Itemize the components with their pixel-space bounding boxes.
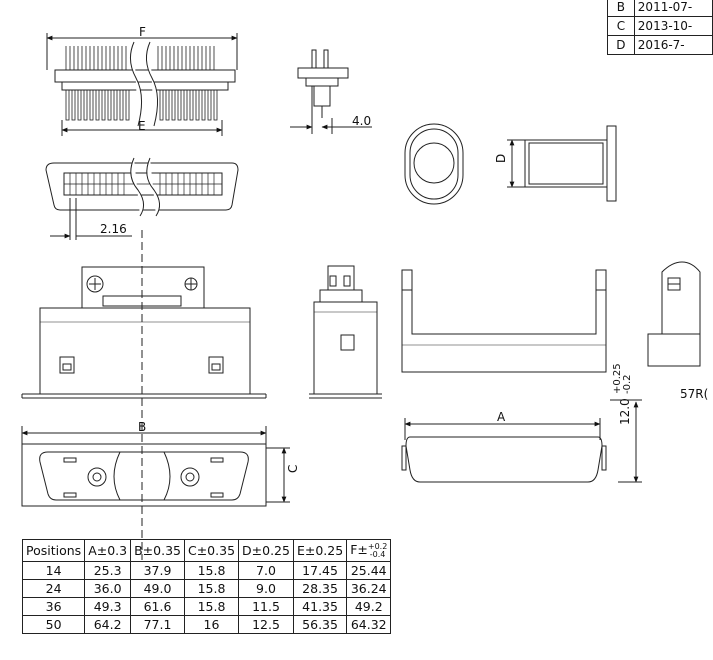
revision-code: B — [607, 0, 635, 17]
label-E: E — [138, 119, 146, 133]
header-a: A±0.3 — [84, 539, 132, 562]
top-view — [46, 33, 238, 136]
front-elevation — [21, 266, 267, 399]
f-tol-minus: -0.4 — [369, 549, 386, 559]
label-height-tol-minus: -0.2 — [622, 374, 633, 394]
header-b: B±0.35 — [130, 539, 185, 562]
cell: 64.32 — [346, 615, 392, 634]
dimensions-table: Positions A±0.3 B±0.35 C±0.35 D±0.25 E±0… — [21, 539, 392, 634]
cell: 56.35 — [292, 615, 348, 634]
cell: 15.8 — [183, 597, 240, 616]
header-f-label: F± — [350, 542, 368, 558]
cell: 15.8 — [183, 579, 240, 598]
cell: 16 — [183, 615, 240, 634]
cell: 41.35 — [292, 597, 348, 616]
label-F: F — [139, 25, 146, 39]
cell: 36 — [21, 597, 86, 616]
label-height: 12.0 — [618, 398, 632, 425]
cell: 64.2 — [84, 615, 132, 634]
header-f: F±+0.2-0.4 — [346, 539, 392, 562]
boot-profile-view — [401, 399, 642, 483]
u-bracket-view — [401, 269, 607, 373]
cell: 24 — [21, 579, 86, 598]
cell: 14 — [21, 561, 86, 580]
label-4-0: 4.0 — [352, 114, 371, 128]
header-f-tolerance: +0.2-0.4 — [367, 541, 388, 559]
cell: 36.24 — [346, 579, 392, 598]
cell: 17.45 — [292, 561, 348, 580]
header-c: C±0.35 — [183, 539, 240, 562]
cell: 9.0 — [238, 579, 294, 598]
revision-date: 2013-10- — [633, 16, 713, 36]
cell: 11.5 — [238, 597, 294, 616]
cell: 7.0 — [238, 561, 294, 580]
label-A: A — [497, 410, 506, 424]
cell: 28.35 — [292, 579, 348, 598]
bottom-face-view — [21, 426, 290, 507]
table-header-row: Positions A±0.3 B±0.35 C±0.35 D±0.25 E±0… — [21, 539, 392, 562]
revision-code: D — [607, 35, 635, 55]
boot-side-view — [507, 125, 617, 202]
cell: 77.1 — [130, 615, 185, 634]
cell: 25.3 — [84, 561, 132, 580]
cell: 37.9 — [130, 561, 185, 580]
cell: 49.3 — [84, 597, 132, 616]
label-C: C — [286, 465, 300, 473]
header-d: D±0.25 — [238, 539, 294, 562]
label-height-tol-plus: +0.25 — [612, 363, 623, 394]
cell: 50 — [21, 615, 86, 634]
revision-date: 2016-7- — [633, 35, 713, 55]
cell: 49.2 — [346, 597, 392, 616]
cell: 12.5 — [238, 615, 294, 634]
header-e: E±0.25 — [292, 539, 348, 562]
f-tol-plus: +0.2 — [367, 541, 388, 551]
cell: 36.0 — [84, 579, 132, 598]
latch-clip-view — [647, 261, 701, 367]
revision-date: 2011-07- — [633, 0, 713, 17]
revision-code: C — [607, 16, 635, 36]
boot-end-view — [404, 123, 464, 205]
cell: 15.8 — [183, 561, 240, 580]
front-face-view — [45, 157, 239, 240]
side-elevation — [309, 265, 382, 399]
cell: 25.44 — [346, 561, 392, 580]
label-part-code: 57R( — [680, 387, 708, 401]
label-B: B — [138, 420, 146, 434]
label-pitch: 2.16 — [100, 222, 127, 236]
header-positions: Positions — [21, 539, 86, 562]
cell: 49.0 — [130, 579, 185, 598]
cell: 61.6 — [130, 597, 185, 616]
label-D: D — [494, 154, 508, 163]
height-dimension: 12.0 +0.25 -0.2 — [612, 363, 633, 425]
side-view-small — [290, 49, 372, 134]
